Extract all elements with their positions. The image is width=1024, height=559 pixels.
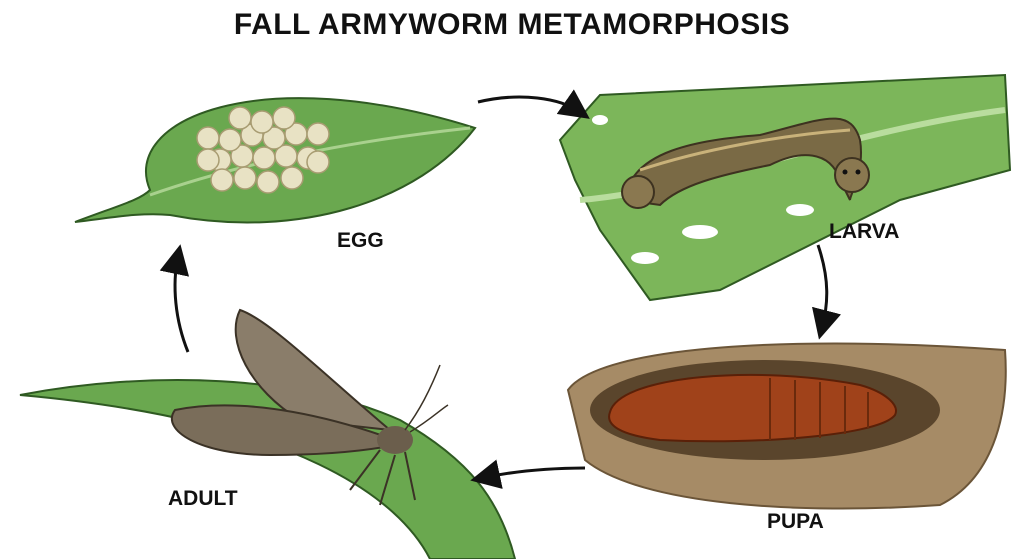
larva-label: LARVA [829,220,900,243]
arrow-adult-to-egg [159,244,190,353]
arrow-larva-to-pupa [812,244,842,340]
arrow-egg-to-larva [477,89,590,119]
caterpillar [621,117,870,209]
pupa-label: PUPA [767,510,824,533]
arrow-pupa-to-adult [470,459,586,489]
egg-label: EGG [337,229,384,252]
pupa [608,373,897,443]
adult-label: ADULT [168,487,238,510]
adult-leaf [19,379,517,559]
page-title: FALL ARMYWORM METAMORPHOSIS [233,8,791,41]
moth [170,308,449,506]
egg-cluster [196,106,330,194]
